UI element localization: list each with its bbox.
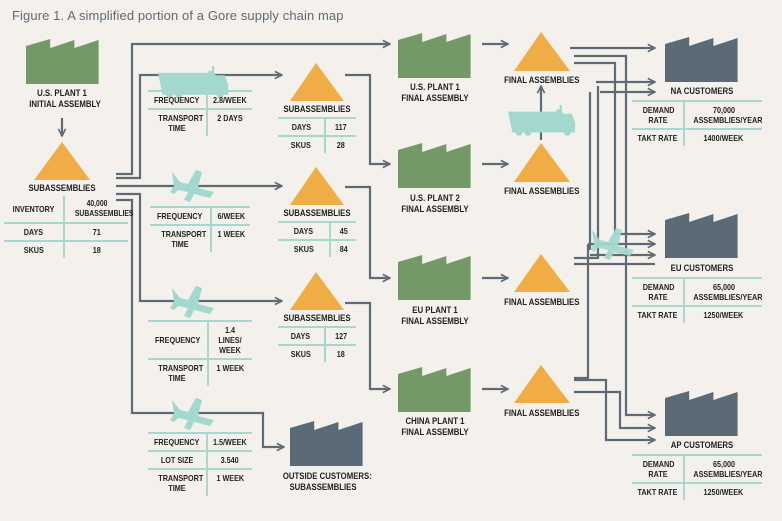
connector-final1-to-eu: [574, 61, 655, 234]
inventory-triangle-main: [34, 142, 90, 180]
connector-final4-to-ap-2: [574, 378, 655, 440]
connector-final4-to-ap: [574, 390, 655, 428]
connector-final4-to-eu: [574, 244, 590, 380]
factory-icon-na-customers: [665, 37, 738, 82]
factory-icon-us-plant2-final: [398, 143, 471, 188]
factory-icon-us-plant1-initial: [26, 39, 99, 84]
factory-icon-eu-plant1-final: [398, 255, 471, 300]
connector-sub-a-to-us2: [345, 73, 390, 164]
final-assemblies-label-2: FINAL ASSEMBLIES: [504, 186, 580, 197]
final-assemblies-label-4: FINAL ASSEMBLIES: [504, 408, 580, 419]
final-assemblies-label-1: FINAL ASSEMBLIES: [504, 75, 580, 86]
factory-icon-us-plant1-final: [398, 33, 471, 78]
connector-sub-c-to-china: [345, 301, 390, 389]
factory-icon-outside-customers: [290, 421, 363, 466]
sub-c-label: SUBASSEMBLIES: [283, 313, 351, 324]
factory-icon-china-plant1-final: [398, 367, 471, 412]
figure-title: Figure 1. A simplified portion of a Gore…: [12, 8, 344, 23]
inventory-triangle-final-4: [514, 365, 570, 403]
factory-icon-eu-customers: [665, 213, 738, 258]
connector-final1-to-ap: [574, 54, 655, 415]
ap-customers-label: AP CUSTOMERS: [670, 440, 734, 451]
sub-a-label: SUBASSEMBLIES: [283, 104, 351, 115]
inventory-triangle-final-3: [514, 254, 570, 292]
na-customers-label: NA CUSTOMERS: [670, 86, 734, 97]
sub-b-label: SUBASSEMBLIES: [283, 208, 351, 219]
inventory-triangle-final-2: [514, 143, 570, 182]
connector-sub-b-to-eu: [345, 185, 390, 278]
inventory-triangle-sub-a: [290, 63, 344, 101]
factory-icon-ap-customers: [665, 391, 738, 436]
connector-final3-to-eu: [574, 86, 600, 260]
connector-main-to-sub-c: [116, 192, 282, 301]
inventory-triangle-sub-c: [290, 272, 344, 310]
inventory-triangle-sub-b: [290, 167, 344, 205]
eu-customers-label: EU CUSTOMERS: [670, 263, 734, 274]
outside-customers-label: OUTSIDE CUSTOMERS:SUBASSEMBLIES: [282, 471, 372, 493]
sub-main-label: SUBASSEMBLIES: [28, 183, 96, 194]
connector-main-to-us1-final: [116, 44, 390, 176]
final-assemblies-label-3: FINAL ASSEMBLIES: [504, 297, 580, 308]
inventory-triangle-final-1: [514, 32, 570, 71]
